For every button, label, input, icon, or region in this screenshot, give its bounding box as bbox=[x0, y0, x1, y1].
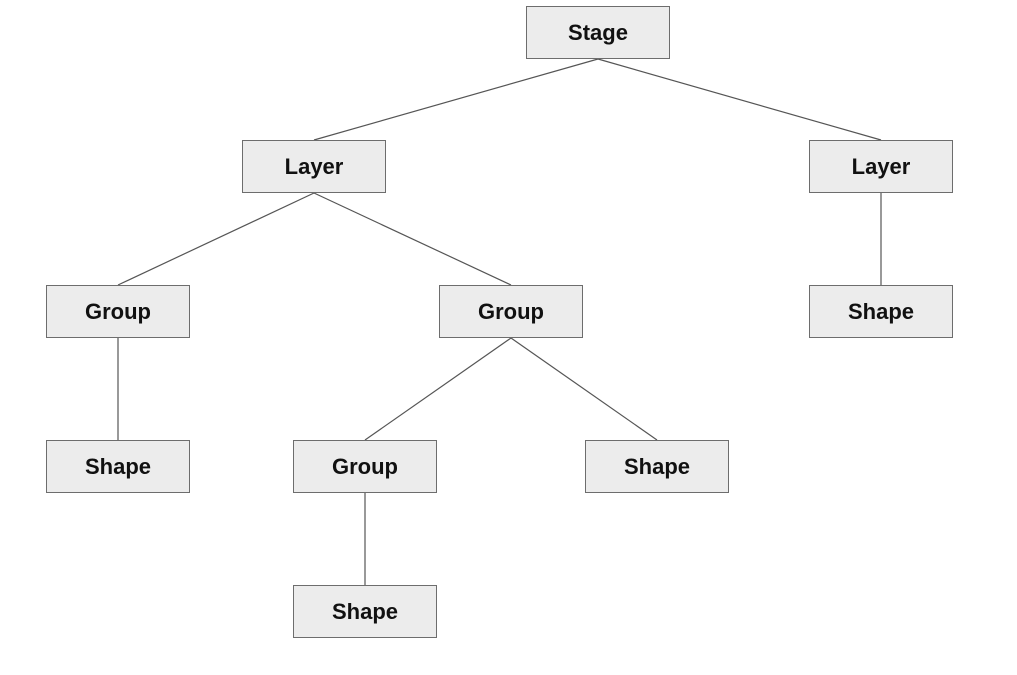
group-node-middle: Group bbox=[439, 285, 583, 338]
shape-node-middle: Shape bbox=[585, 440, 729, 493]
layer-node-right: Layer bbox=[809, 140, 953, 193]
connector-group_middle-to-group_inner bbox=[364, 337, 512, 441]
connector-stage-to-layer_left bbox=[313, 58, 599, 141]
connector-layer_left-to-group_left bbox=[117, 192, 315, 286]
group-node-inner: Group bbox=[293, 440, 437, 493]
shape-node-right: Shape bbox=[809, 285, 953, 338]
shape-node-bottom: Shape bbox=[293, 585, 437, 638]
connector-stage-to-layer_right bbox=[597, 58, 882, 141]
connector-layer_left-to-group_middle bbox=[313, 192, 512, 286]
connector-group_middle-to-shape_middle bbox=[510, 337, 658, 441]
shape-node-left: Shape bbox=[46, 440, 190, 493]
stage-node: Stage bbox=[526, 6, 670, 59]
layer-node-left: Layer bbox=[242, 140, 386, 193]
group-node-left: Group bbox=[46, 285, 190, 338]
